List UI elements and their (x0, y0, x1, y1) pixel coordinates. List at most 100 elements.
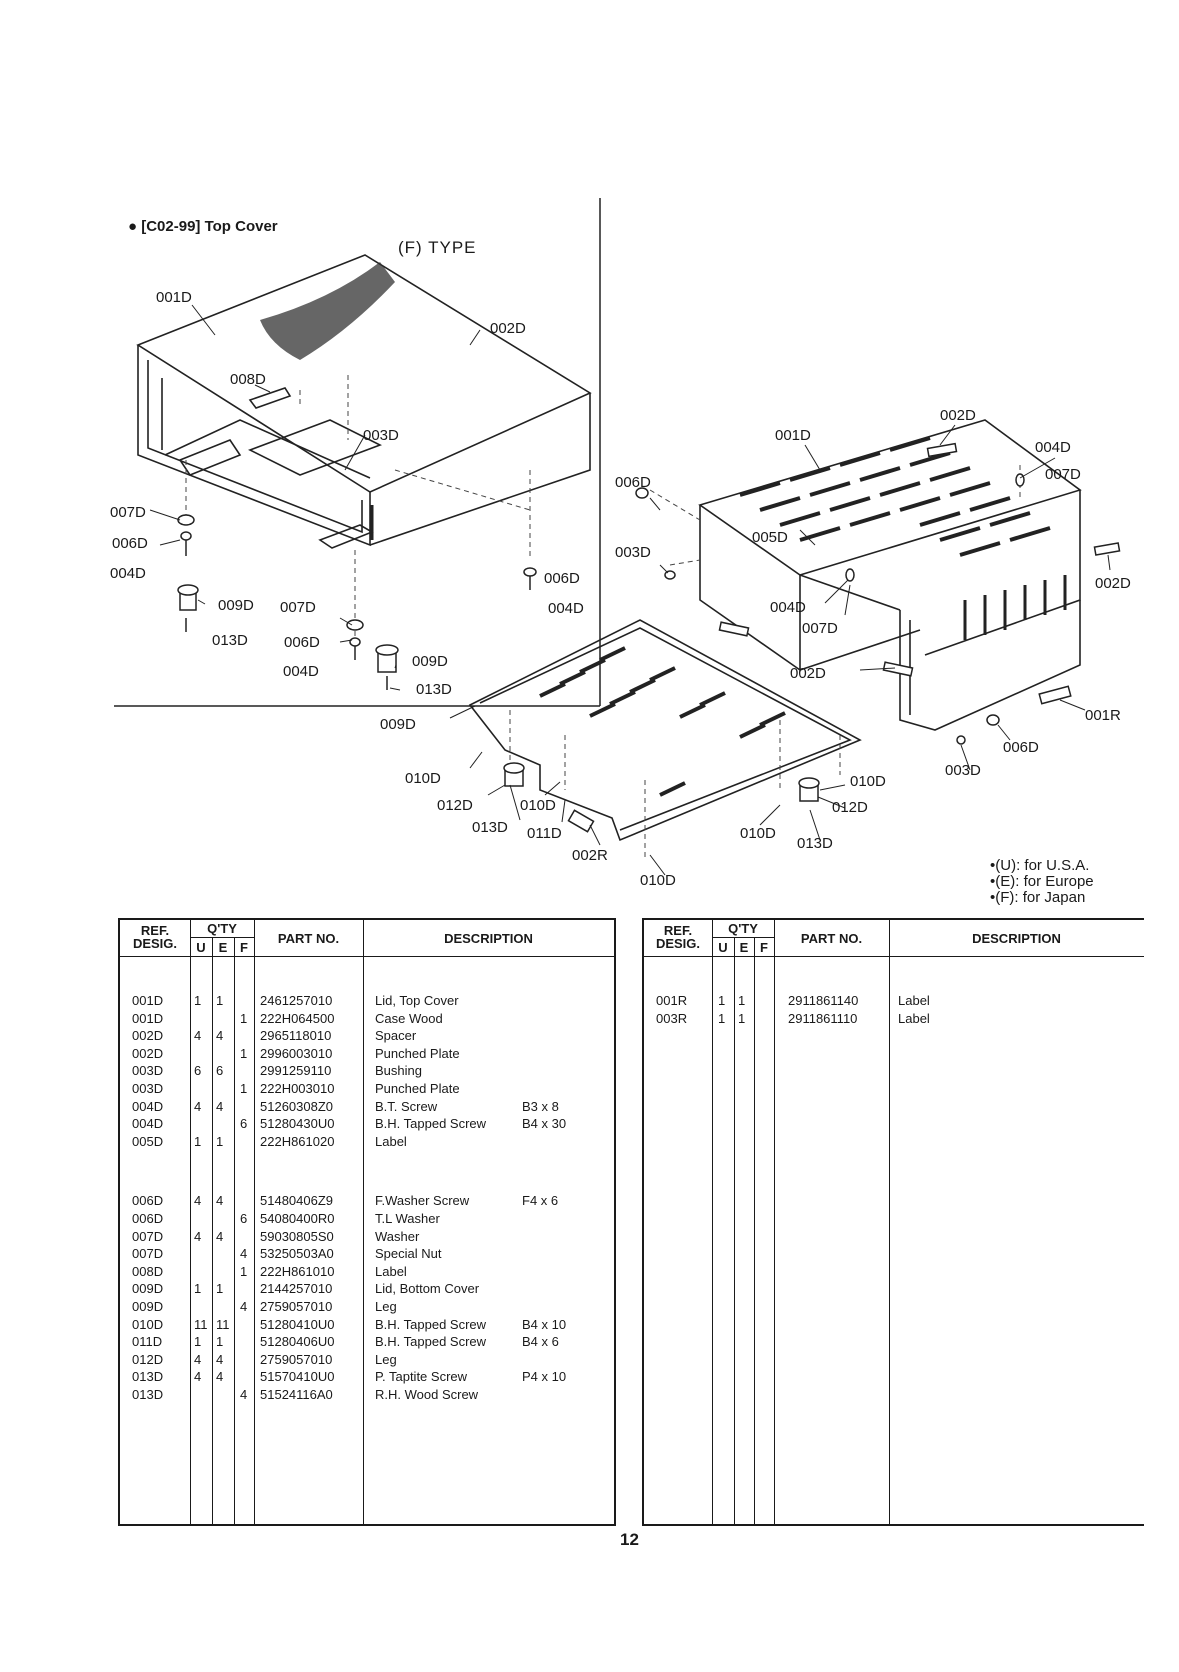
header-description: DESCRIPTION (444, 931, 533, 946)
qty-f-cell: 1 (240, 1081, 248, 1096)
qty-e-cell: 6 (216, 1063, 224, 1079)
qty-e-cell: 1 (738, 1010, 746, 1026)
callout-003d-r-a: 003D (615, 544, 651, 561)
ref-cell: 004D (132, 1116, 164, 1132)
qty-e-cell: 1 (216, 993, 224, 1008)
part-no-cell: 51280406U0 (260, 1334, 335, 1350)
description-cell: Washer (375, 1228, 420, 1244)
part-no-cell: 222H861010 (260, 1263, 335, 1279)
ref-cell: 003R (656, 1010, 688, 1026)
description-cell: R.H. Wood Screw (375, 1387, 479, 1402)
callout-002d-b: 002D (1095, 575, 1131, 592)
callout-009d-a: 009D (218, 597, 254, 614)
f-type-grille (260, 262, 395, 360)
ref-cell: 007D (132, 1246, 164, 1262)
callout-004d-a: 004D (110, 565, 146, 582)
ref-cell: 001D (132, 993, 164, 1008)
callout-002d: 002D (490, 320, 526, 337)
description-cell: Punched Plate (375, 1081, 460, 1096)
callout-005d: 005D (752, 529, 788, 546)
callout-010d-c: 010D (640, 872, 676, 889)
ref-cell: 007D (132, 1228, 164, 1244)
qty-f-cell: 1 (240, 1263, 248, 1279)
description-cell: Label (898, 1010, 930, 1026)
ref-cell: 001D (132, 1010, 164, 1026)
callout-008d: 008D (230, 371, 266, 388)
callout-010d-a: 010D (405, 770, 441, 787)
part-no-cell: 2759057010 (260, 1351, 333, 1367)
description-cell: Lid, Top Cover (375, 993, 459, 1008)
callout-001d: 001D (156, 289, 192, 306)
header-part-no: PART NO. (277, 931, 340, 946)
callout-006d-c: 006D (544, 570, 580, 587)
callout-013d-a: 013D (212, 632, 248, 649)
f-type-case-drawing (136, 254, 592, 549)
metal-case-parts (503, 442, 1121, 833)
qty-f-cell: 1 (240, 1045, 248, 1061)
qty-u-cell: 1 (194, 1334, 202, 1350)
header-description-r: DESCRIPTION (972, 931, 1061, 946)
ref-cell: 012D (132, 1351, 164, 1367)
description-cell: Label (375, 1133, 407, 1149)
qty-f-cell: 6 (240, 1116, 248, 1132)
callout-007d-r-b: 007D (802, 620, 838, 637)
qty-u-cell: 4 (194, 1228, 202, 1244)
description-cell: Punched Plate (375, 1045, 460, 1061)
qty-u-cell: 6 (194, 1063, 202, 1079)
description-cell: Leg (375, 1351, 397, 1367)
qty-u-cell: 4 (194, 1028, 202, 1044)
parts-table-right: REF. DESIG. Q'TY U E F PART NO. DESCRIPT… (642, 918, 1144, 1526)
description-cell: B.H. Tapped Screw (375, 1334, 487, 1350)
ref-cell: 013D (132, 1387, 164, 1402)
qty-u-cell: 4 (194, 1351, 202, 1367)
description-cell: Special Nut (375, 1246, 442, 1262)
qty-e-cell: 1 (738, 993, 746, 1008)
part-no-cell: 2911861110 (788, 1010, 858, 1026)
qty-e-cell: 4 (216, 1228, 224, 1244)
header-ref-r: REF. (663, 923, 693, 938)
qty-e-cell: 1 (216, 1133, 224, 1149)
header-desig: DESIG. (132, 936, 178, 951)
size-cell: B3 x 8 (522, 1098, 559, 1114)
callout-010d-d: 010D (740, 825, 776, 842)
ref-cell: 013D (132, 1369, 164, 1385)
legend-japan: •(F): for Japan (990, 889, 1086, 906)
callout-012d-b: 012D (832, 799, 868, 816)
qty-f-cell: 6 (240, 1211, 248, 1226)
callout-001d-r: 001D (775, 427, 811, 444)
callout-013d-b: 013D (416, 681, 452, 698)
header-qty-r: Q'TY (728, 921, 758, 936)
description-cell: B.H. Tapped Screw (375, 1316, 487, 1332)
part-no-cell: 54080400R0 (260, 1211, 335, 1226)
part-no-cell: 2991259110 (260, 1063, 332, 1079)
header-e-r: E (739, 940, 749, 955)
qty-f-cell: 4 (240, 1299, 248, 1314)
part-no-cell: 2965118010 (260, 1028, 332, 1044)
part-no-cell: 2461257010 (260, 993, 333, 1008)
qty-e-cell: 4 (216, 1369, 224, 1385)
bottom-plate-vents (539, 646, 786, 797)
callout-003d: 003D (363, 427, 399, 444)
qty-e-cell: 4 (216, 1098, 224, 1114)
ref-cell: 009D (132, 1299, 164, 1314)
part-no-cell: 51524116A0 (260, 1387, 333, 1402)
qty-e-cell: 11 (216, 1316, 230, 1332)
header-ref: REF. (140, 923, 170, 938)
callout-002r: 002R (572, 847, 608, 864)
qty-u-cell: 4 (194, 1193, 202, 1209)
description-cell: Lid, Bottom Cover (375, 1281, 480, 1297)
qty-u-cell: 4 (194, 1098, 202, 1114)
part-no-cell: 222H003010 (260, 1081, 335, 1096)
ref-cell: 002D (132, 1045, 164, 1061)
part-no-cell: 51260308Z0 (260, 1098, 334, 1114)
right-callout-labels: 002D 001D 004D 007D 006D 005D 003D 002D … (380, 407, 1131, 889)
size-cell: P4 x 10 (522, 1369, 567, 1385)
legend-europe: •(E): for Europe (990, 873, 1094, 890)
